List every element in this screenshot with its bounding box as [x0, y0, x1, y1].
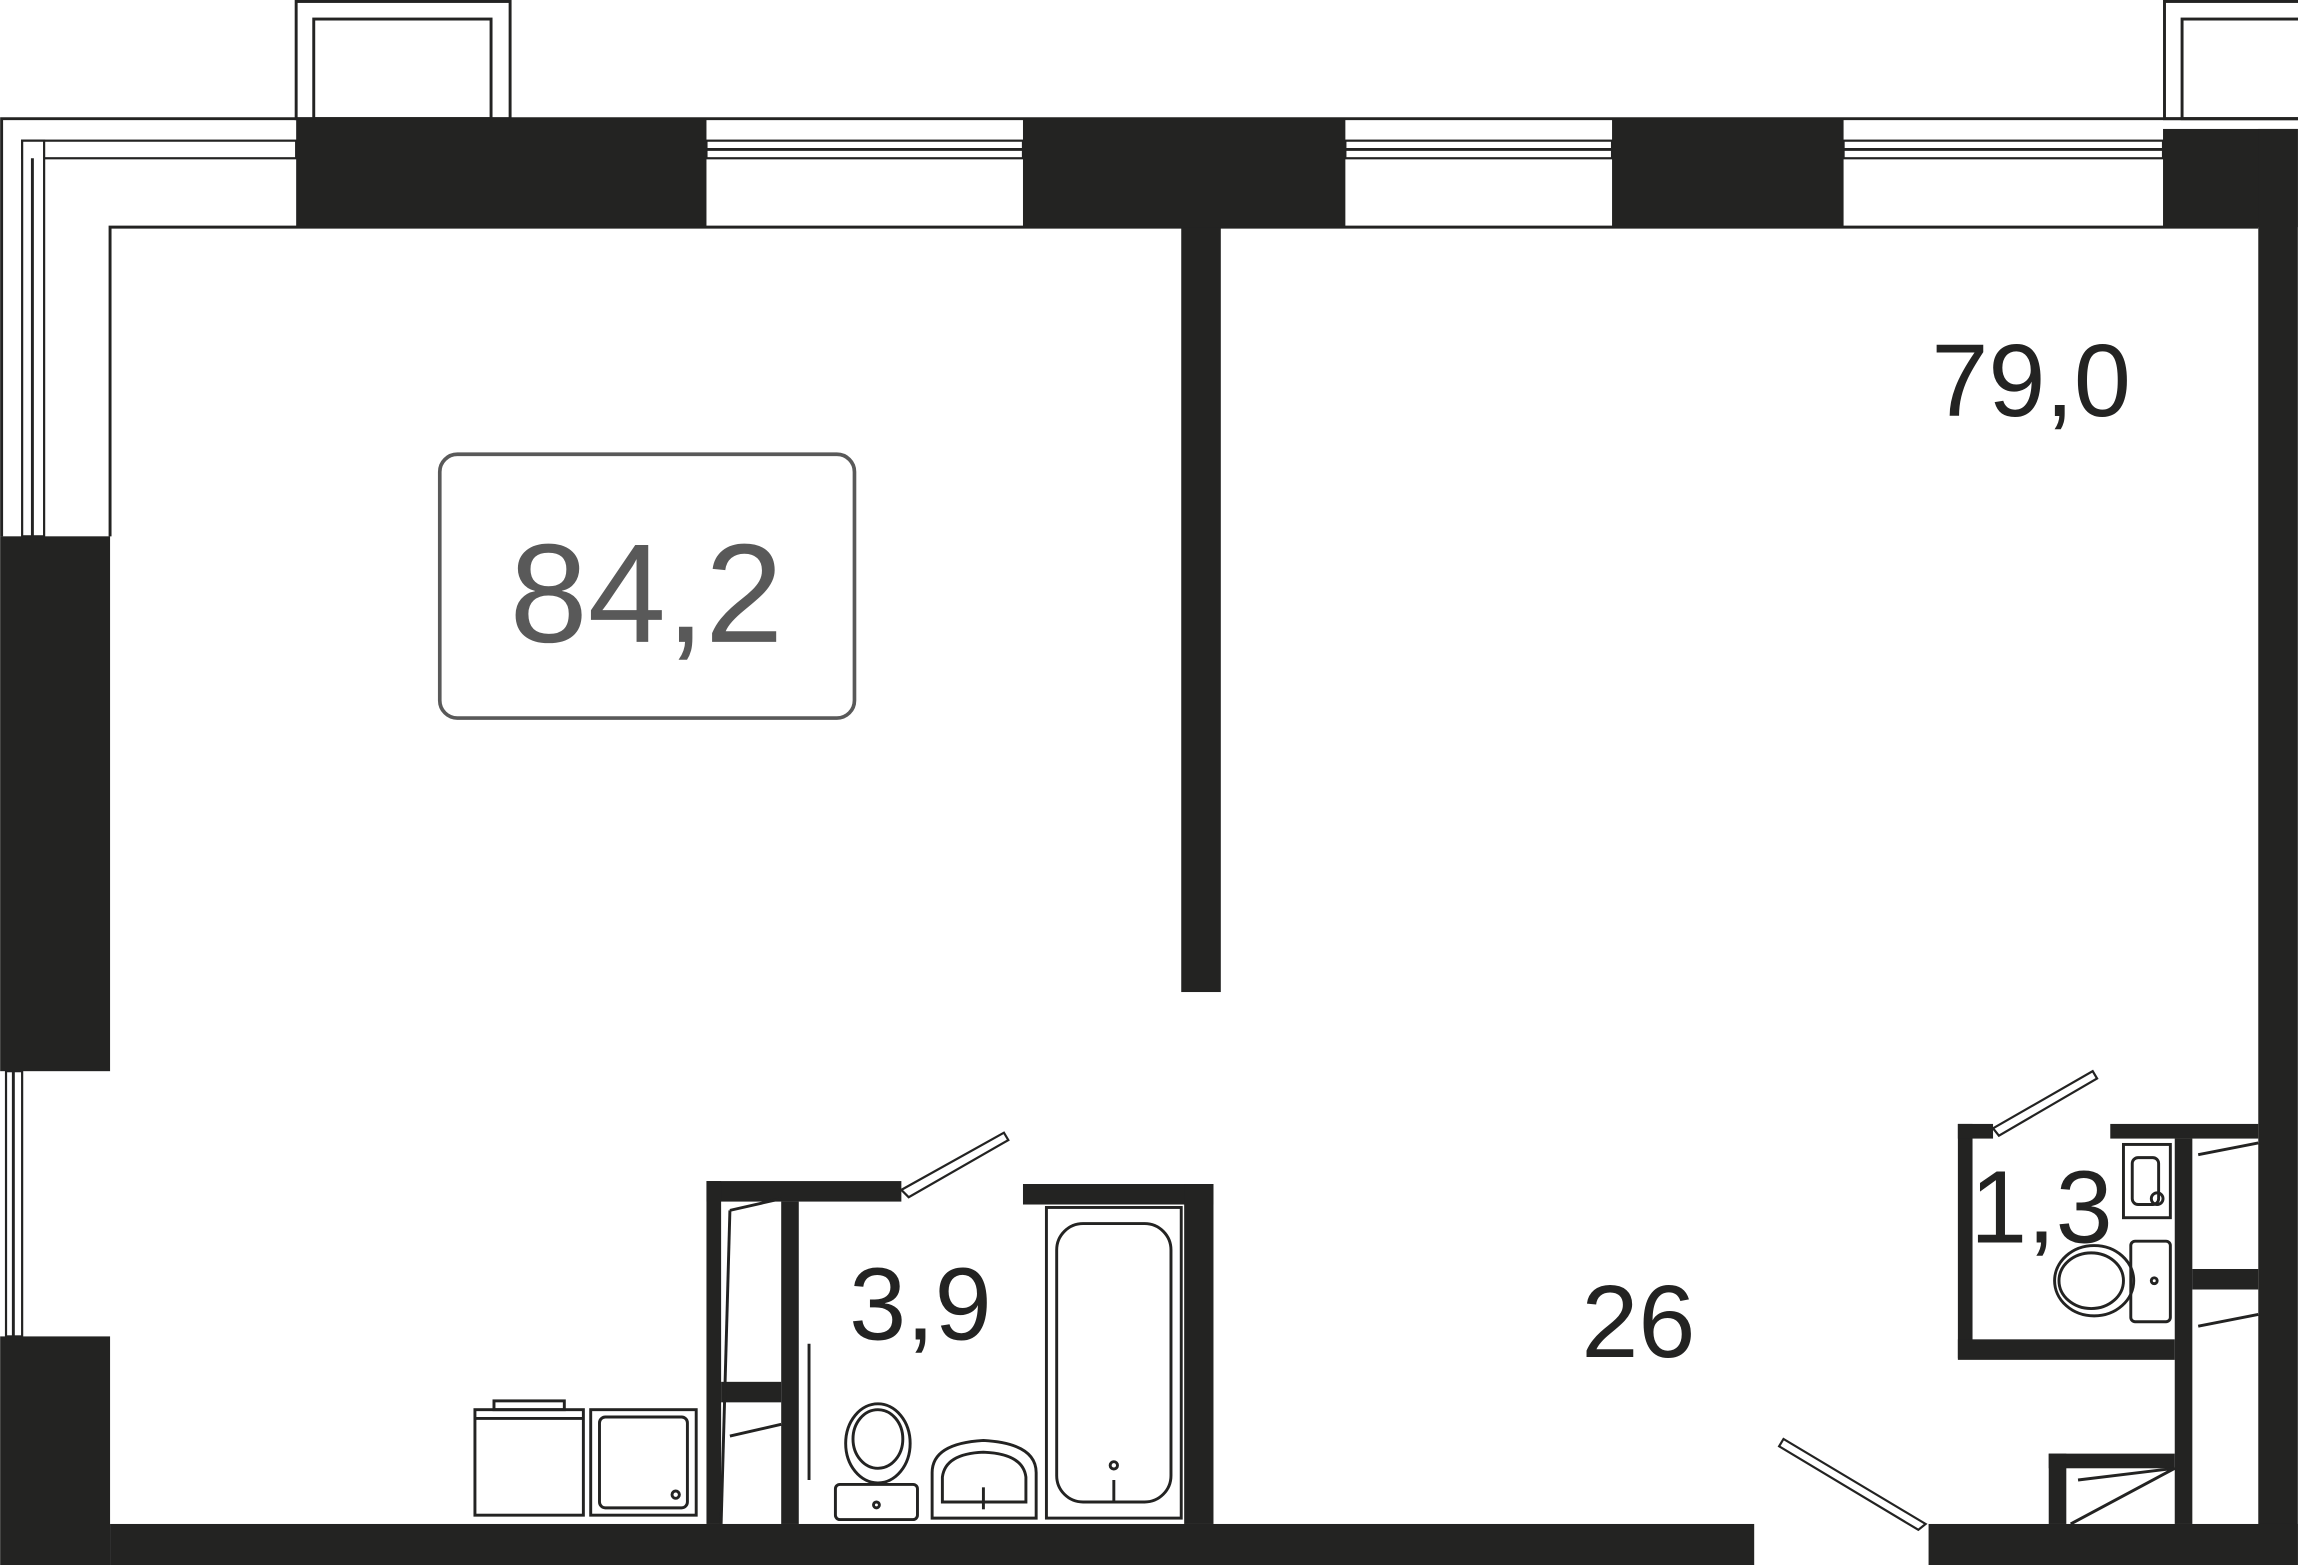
- outer-wall-outline: [0, 117, 2298, 537]
- wc: [2053, 1239, 2172, 1324]
- dryer: [589, 1408, 698, 1517]
- room-area-living: 79,0: [1931, 323, 2131, 438]
- bathtub: [1044, 1205, 1183, 1520]
- room-area-hall: 26: [1581, 1264, 1695, 1379]
- walls: [0, 118, 2298, 1565]
- washer: [473, 1399, 585, 1517]
- room-area-bathroom: 3,9: [849, 1246, 992, 1361]
- room-area-toilet: 1,3: [1970, 1150, 2113, 1265]
- windows: [4, 139, 2165, 1338]
- balcony-left: [294, 0, 512, 121]
- sink: [930, 1438, 1038, 1520]
- bath-toilet: [833, 1402, 919, 1522]
- doors: [719, 1069, 2259, 1532]
- total-area-badge: 84,2: [437, 452, 857, 720]
- toilet-sink: [2121, 1142, 2172, 1220]
- total-area-label: 84,2: [510, 515, 784, 672]
- balcony-right: [2163, 0, 2298, 121]
